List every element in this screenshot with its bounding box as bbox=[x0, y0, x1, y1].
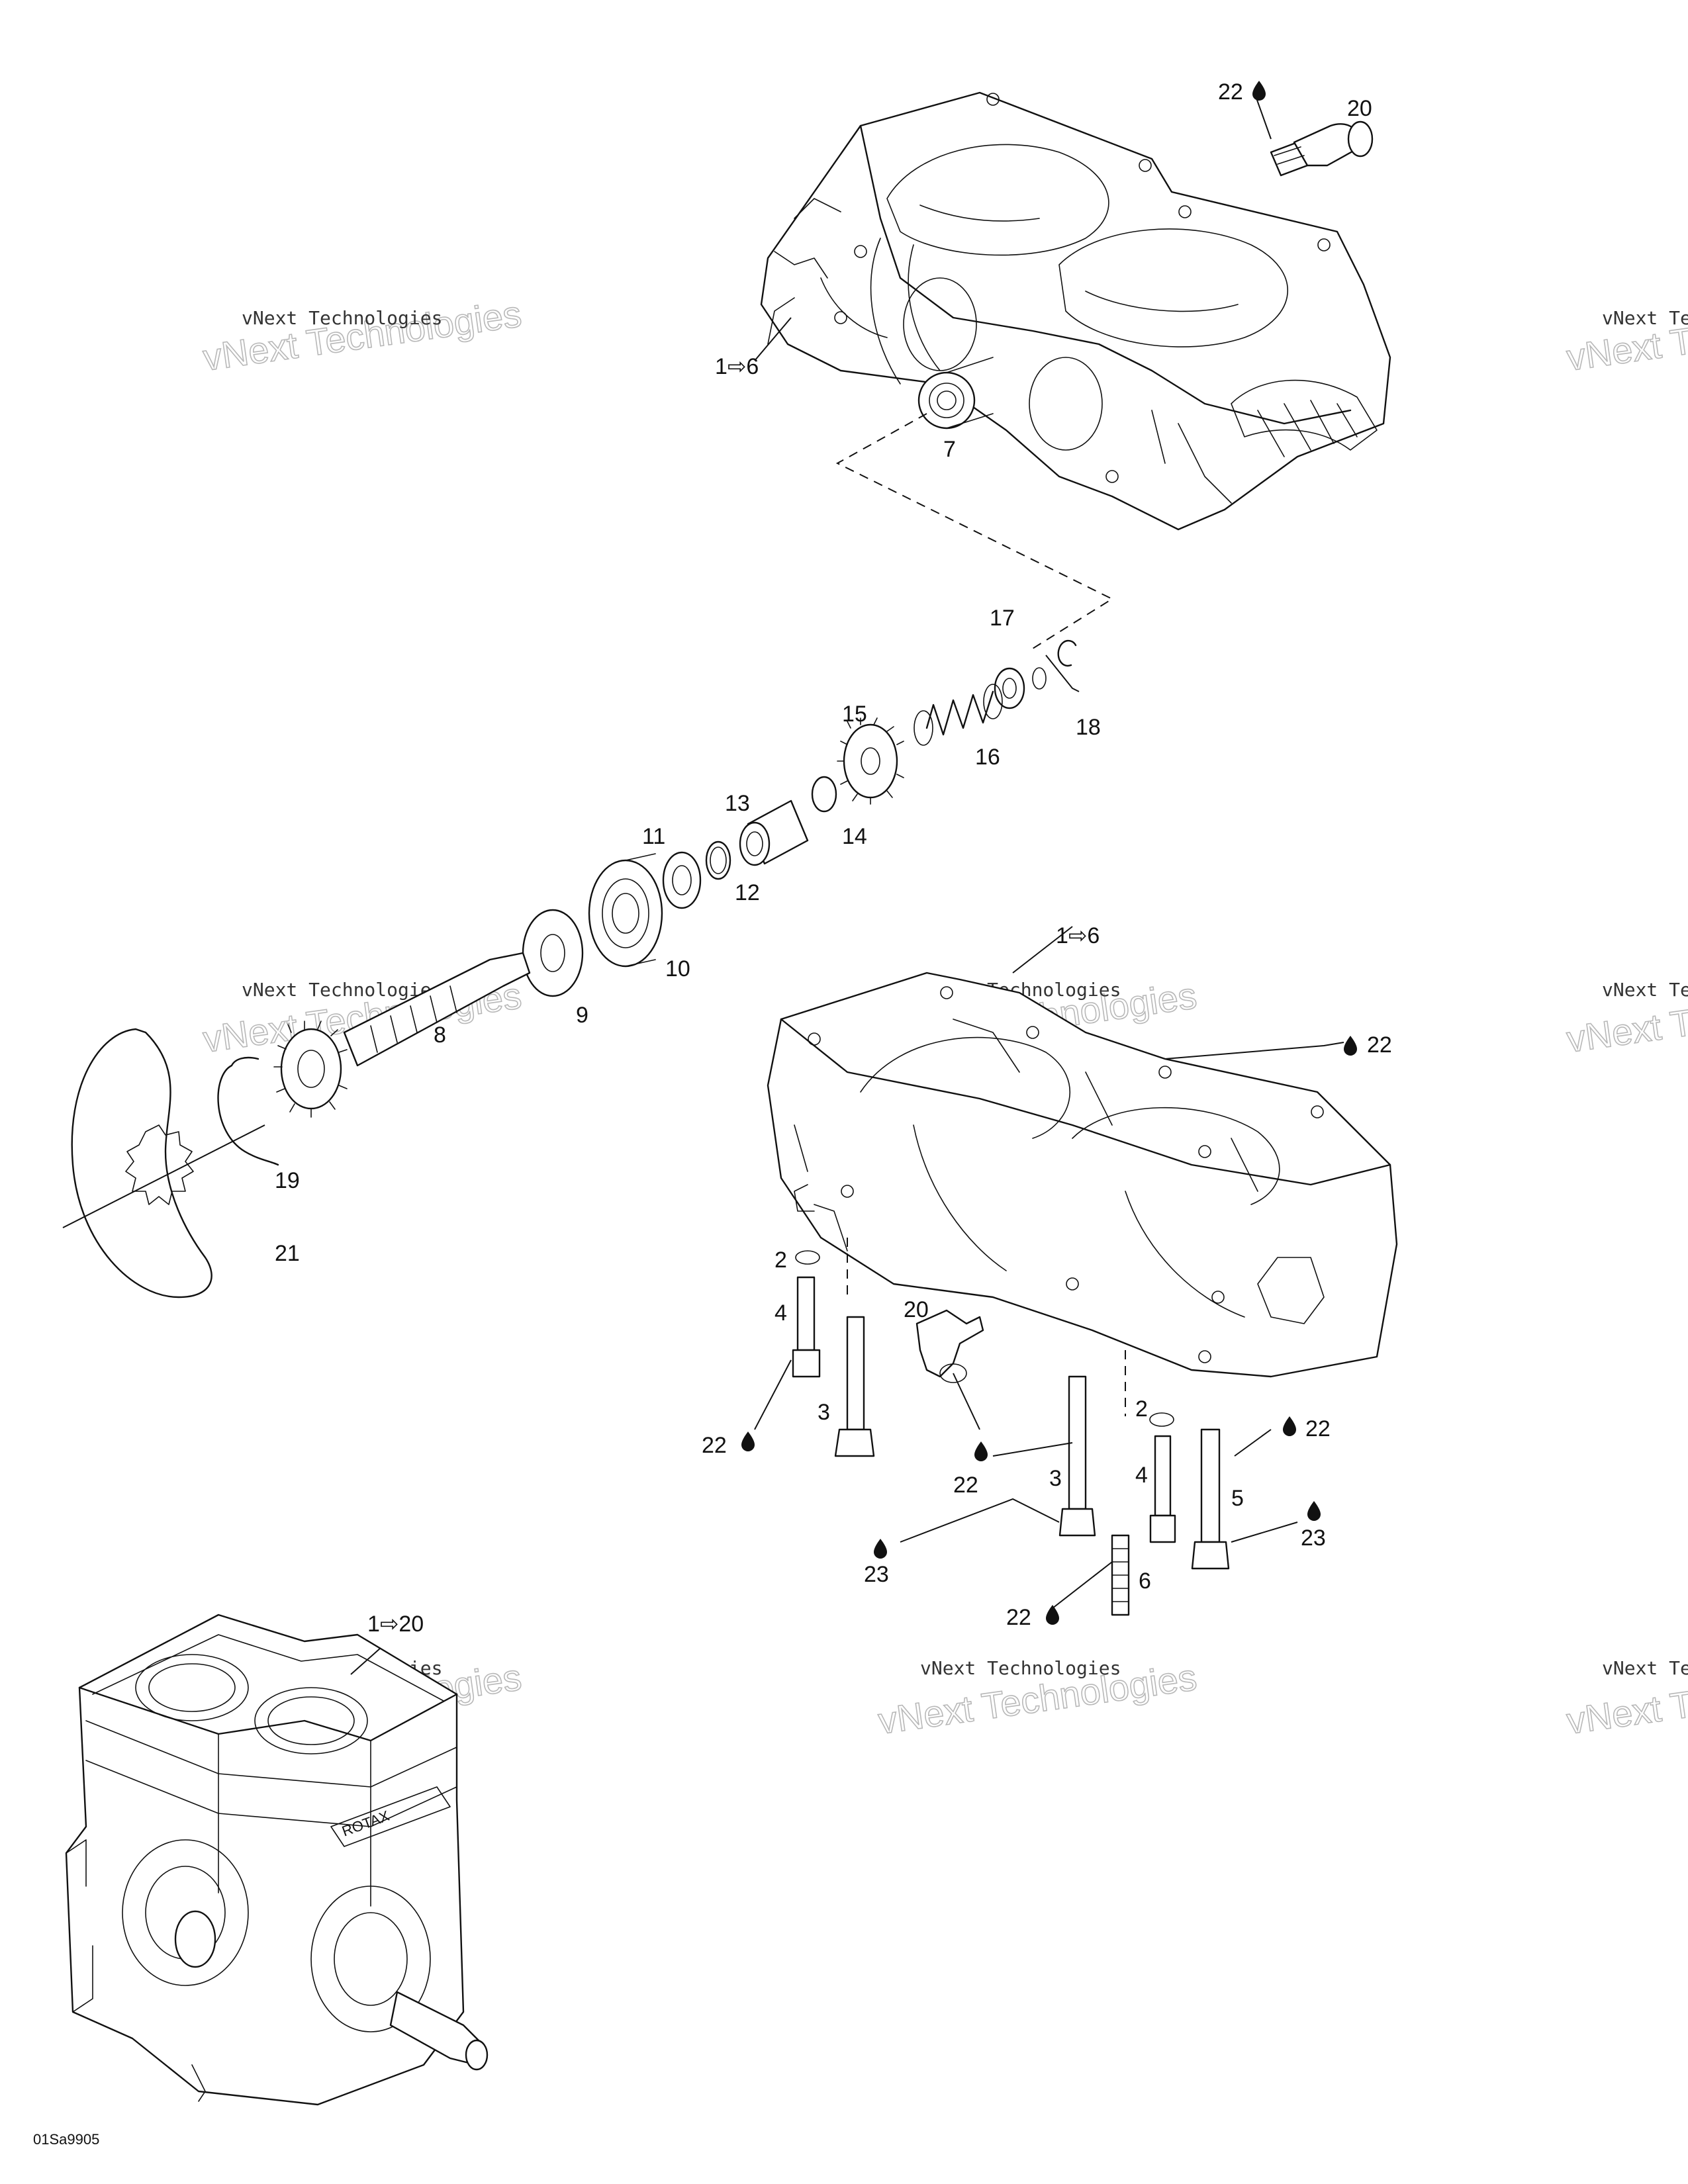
drop-icon bbox=[1283, 1416, 1296, 1436]
range-label-upper-crankcase: 1⇨6 bbox=[715, 354, 759, 379]
callout-19: 19 bbox=[275, 1168, 300, 1193]
watermark-small-1: vNext Technologies bbox=[242, 307, 442, 329]
lower-fasteners-drawing bbox=[792, 1250, 1230, 1616]
drop-icon bbox=[874, 1539, 887, 1559]
callout-13: 13 bbox=[725, 791, 750, 816]
shaft-assembly-drawing bbox=[62, 639, 1080, 1298]
callout-22-mid: 22 bbox=[953, 1473, 978, 1498]
leader-lines bbox=[350, 92, 1344, 1675]
callout-14: 14 bbox=[842, 824, 867, 849]
upper-crankcase-drawing bbox=[760, 91, 1391, 531]
watermark-small-6: vNext Technologies bbox=[1602, 979, 1688, 1001]
lower-crankcase-drawing bbox=[767, 972, 1398, 1416]
callout-15: 15 bbox=[842, 702, 867, 727]
assembly-dashed-line bbox=[835, 413, 1114, 649]
callout-3-left: 3 bbox=[818, 1400, 830, 1425]
callout-18: 18 bbox=[1076, 715, 1101, 740]
drop-icon bbox=[1307, 1501, 1321, 1521]
drop-icon bbox=[1344, 1036, 1357, 1056]
callout-22-top: 22 bbox=[1218, 79, 1243, 105]
callout-10: 10 bbox=[665, 956, 690, 981]
callout-20-lower: 20 bbox=[904, 1297, 929, 1322]
callout-9: 9 bbox=[576, 1003, 588, 1028]
watermark-small-4: vNext Technologies bbox=[242, 979, 442, 1001]
callout-4-left: 4 bbox=[774, 1300, 787, 1326]
watermark-big-1: vNext Technologies bbox=[201, 293, 524, 379]
fitting-20-top-drawing bbox=[1270, 120, 1374, 177]
drop-icon bbox=[741, 1432, 755, 1451]
callout-22-left: 22 bbox=[702, 1433, 727, 1458]
range-label-engine-assembly: 1⇨20 bbox=[367, 1612, 424, 1637]
range-label-lower-crankcase: 1⇨6 bbox=[1056, 923, 1100, 948]
callout-5: 5 bbox=[1231, 1486, 1244, 1511]
watermark-small-3: vNext Technologies bbox=[1602, 307, 1688, 329]
callout-labels: 1⇨6 7 22 20 17 18 15 16 13 14 11 12 10 9… bbox=[33, 79, 1392, 2148]
drop-icon bbox=[1046, 1605, 1059, 1625]
callout-4-right: 4 bbox=[1135, 1463, 1148, 1488]
callout-2-right: 2 bbox=[1135, 1396, 1148, 1422]
callout-22-right2: 22 bbox=[1305, 1416, 1331, 1441]
callout-12: 12 bbox=[735, 880, 760, 905]
callout-21: 21 bbox=[275, 1241, 300, 1266]
callout-2-left: 2 bbox=[774, 1248, 787, 1273]
callout-8: 8 bbox=[434, 1023, 446, 1048]
callout-6: 6 bbox=[1139, 1569, 1151, 1594]
callout-20-top: 20 bbox=[1347, 96, 1372, 121]
callout-16: 16 bbox=[975, 745, 1000, 770]
callout-11: 11 bbox=[642, 824, 665, 849]
engine-assembly-drawing: ROTAX bbox=[65, 1614, 489, 2106]
watermark-small-8: vNext Technologies bbox=[920, 1657, 1121, 1679]
watermark-big-3: vNext Technologies bbox=[1564, 293, 1688, 379]
callout-22-right: 22 bbox=[1367, 1032, 1392, 1058]
watermark-small-9: vNext Technologies bbox=[1602, 1657, 1688, 1679]
lubricant-drop-symbols bbox=[741, 81, 1357, 1625]
callout-22-bottom: 22 bbox=[1006, 1605, 1031, 1630]
callout-7: 7 bbox=[943, 437, 956, 462]
callout-17: 17 bbox=[990, 606, 1015, 631]
drop-icon bbox=[974, 1441, 988, 1461]
callout-23-left: 23 bbox=[864, 1562, 889, 1587]
drop-icon bbox=[1252, 81, 1266, 101]
diagram-reference-code: 01Sa9905 bbox=[33, 2131, 99, 2148]
callout-23-right: 23 bbox=[1301, 1525, 1326, 1551]
callout-3-mid: 3 bbox=[1049, 1466, 1062, 1491]
